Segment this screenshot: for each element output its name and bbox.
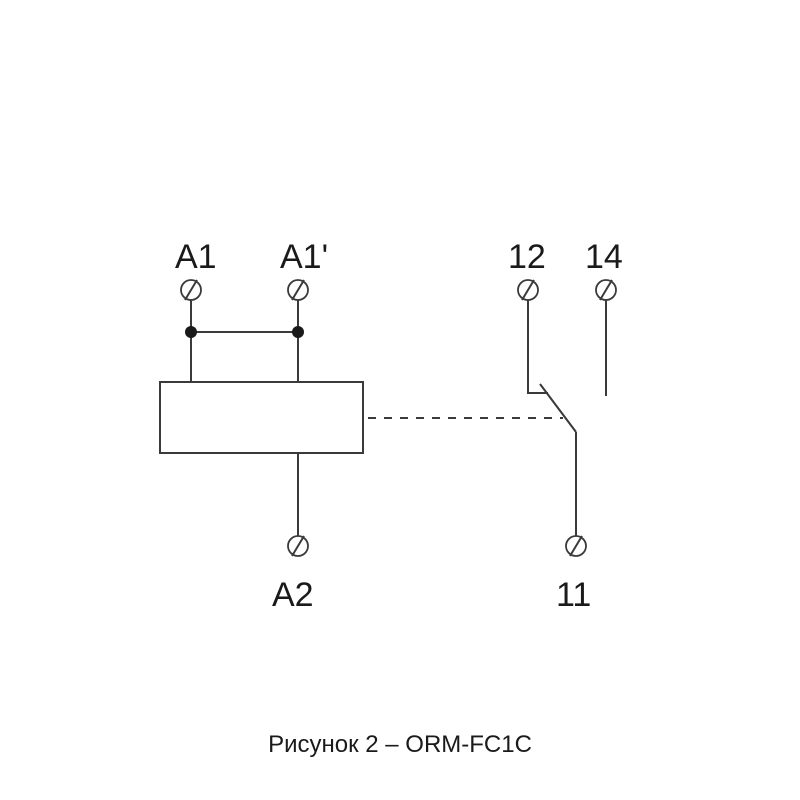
- junction-dot-a1-prime: [292, 326, 304, 338]
- terminal-screw-icon-a1: [180, 279, 202, 301]
- terminal-label-a1: A1: [175, 238, 217, 276]
- contact-12-wire: [527, 299, 548, 394]
- terminal-label-11: 11: [556, 576, 591, 614]
- terminal-label-14: 14: [585, 238, 623, 276]
- figure-caption: Рисунок 2 – ORM-FC1C: [268, 731, 532, 758]
- terminal-screw-icon-a2: [287, 535, 309, 557]
- contact-switch-blade: [539, 383, 577, 433]
- terminal-screw-icon-12: [517, 279, 539, 301]
- terminal-screw-icon-11: [565, 535, 587, 557]
- relay-coil: [159, 381, 364, 454]
- terminal-label-a2: A2: [272, 576, 314, 614]
- terminal-screw-icon-14: [595, 279, 617, 301]
- terminal-label-a1-prime: A1': [280, 238, 328, 276]
- junction-dot-a1: [185, 326, 197, 338]
- terminal-label-12: 12: [508, 238, 546, 276]
- terminal-screw-icon-a1-prime: [287, 279, 309, 301]
